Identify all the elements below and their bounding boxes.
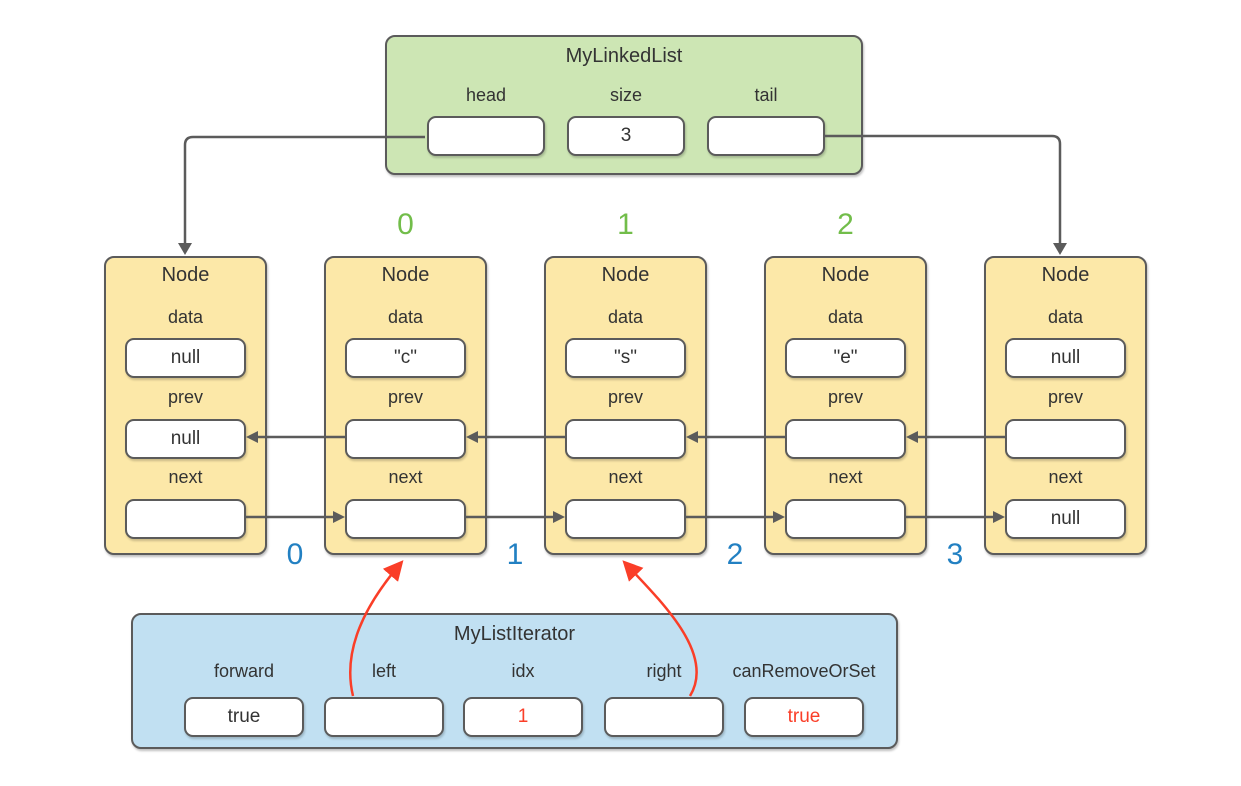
size-value-box: 3 <box>567 116 685 156</box>
idx-value: 1 <box>517 706 529 727</box>
idx-value-box: 1 <box>463 697 583 737</box>
node-4-data-value: null <box>1050 347 1081 368</box>
node-0-prev-box: null <box>125 419 246 459</box>
node-2-prev-box <box>565 419 686 459</box>
mylinkedlist-box: MyLinkedList head size 3 tail <box>385 35 863 175</box>
mylinkedlist-title: MyLinkedList <box>565 45 683 67</box>
node-2-data-box: "s" <box>565 338 686 378</box>
canremoveorset-label: canRemoveOrSet <box>732 661 876 681</box>
node-3-data-value: "e" <box>833 347 858 368</box>
node-3-data-box: "e" <box>785 338 906 378</box>
node-0-prev-value: null <box>170 428 201 449</box>
mylistiterator-box: MyListIterator forward true left idx 1 r… <box>131 613 898 749</box>
data-label: data <box>827 307 864 327</box>
size-label: size <box>609 85 642 105</box>
node-2: Node data "s" prev next <box>544 256 707 555</box>
next-label: next <box>828 467 863 487</box>
head-value-box <box>427 116 545 156</box>
prev-label: prev <box>827 387 863 407</box>
head-label: head <box>465 85 507 105</box>
prev-label: prev <box>607 387 643 407</box>
prev-label: prev <box>167 387 203 407</box>
node-title: Node <box>161 264 210 286</box>
node-title: Node <box>381 264 430 286</box>
next-label: next <box>608 467 643 487</box>
size-value: 3 <box>620 125 632 146</box>
right-value-box <box>604 697 724 737</box>
node-1: Node data "c" prev next <box>324 256 487 555</box>
cursor-index-1: 1 <box>506 538 524 571</box>
node-3-prev-box <box>785 419 906 459</box>
node-4-sentinel-tail: Node data null prev next null <box>984 256 1147 555</box>
data-label: data <box>387 307 424 327</box>
node-0-data-value: null <box>170 347 201 368</box>
tail-value-box <box>707 116 825 156</box>
next-label: next <box>168 467 203 487</box>
node-0-data-box: null <box>125 338 246 378</box>
node-0-sentinel-head: Node data null prev null next <box>104 256 267 555</box>
node-3: Node data "e" prev next <box>764 256 927 555</box>
node-1-next-box <box>345 499 466 539</box>
next-label: next <box>1048 467 1083 487</box>
node-title: Node <box>601 264 650 286</box>
element-index-0: 0 <box>397 208 414 241</box>
next-label: next <box>388 467 423 487</box>
node-4-next-value: null <box>1050 508 1081 529</box>
left-value-box <box>324 697 444 737</box>
node-4-next-box: null <box>1005 499 1126 539</box>
cursor-index-0: 0 <box>286 538 304 571</box>
node-2-next-box <box>565 499 686 539</box>
canremoveorset-value-box: true <box>744 697 864 737</box>
data-label: data <box>167 307 204 327</box>
forward-value: true <box>227 706 261 727</box>
mylistiterator-title: MyListIterator <box>453 623 576 645</box>
cursor-index-2: 2 <box>726 538 744 571</box>
forward-label: forward <box>213 661 275 681</box>
node-2-data-value: "s" <box>614 347 637 368</box>
prev-label: prev <box>1047 387 1083 407</box>
forward-value-box: true <box>184 697 304 737</box>
node-title: Node <box>821 264 870 286</box>
node-4-prev-box <box>1005 419 1126 459</box>
head-arrowhead-icon <box>178 243 192 255</box>
data-label: data <box>607 307 644 327</box>
tail-arrowhead-icon <box>1053 243 1067 255</box>
cursor-index-3: 3 <box>946 538 964 571</box>
node-1-data-value: "c" <box>394 347 417 368</box>
node-0-next-box <box>125 499 246 539</box>
node-4-data-box: null <box>1005 338 1126 378</box>
element-index-1: 1 <box>617 208 634 241</box>
node-title: Node <box>1041 264 1090 286</box>
data-label: data <box>1047 307 1084 327</box>
prev-label: prev <box>387 387 423 407</box>
node-3-next-box <box>785 499 906 539</box>
tail-label: tail <box>754 85 778 105</box>
node-1-data-box: "c" <box>345 338 466 378</box>
node-1-prev-box <box>345 419 466 459</box>
idx-label: idx <box>511 661 535 681</box>
canremoveorset-value: true <box>787 706 821 727</box>
element-index-2: 2 <box>837 208 854 241</box>
